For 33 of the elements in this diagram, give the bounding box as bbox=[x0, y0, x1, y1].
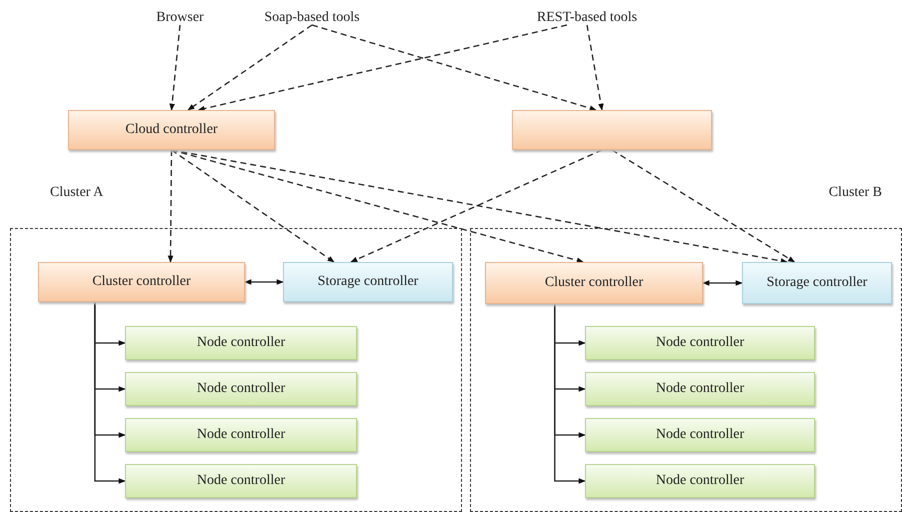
label-text: Browser bbox=[150, 8, 210, 28]
arrow bbox=[350, 149, 602, 263]
arrow bbox=[312, 24, 597, 111]
arrow bbox=[94, 302, 126, 484]
node-box: Node controller bbox=[585, 418, 815, 452]
process-box bbox=[512, 110, 712, 150]
label-text: REST-based tools bbox=[535, 8, 639, 28]
node-box: Node controller bbox=[125, 418, 357, 452]
arrow bbox=[702, 280, 743, 286]
node-box: Node controller bbox=[125, 372, 357, 406]
process-box: Cloud controller bbox=[68, 110, 275, 150]
node-box: Node controller bbox=[585, 372, 815, 406]
arrow bbox=[554, 304, 586, 484]
storage-box: Storage controller bbox=[283, 262, 453, 302]
process-box: Cluster controller bbox=[38, 262, 245, 302]
arrow bbox=[586, 24, 604, 111]
cluster-label: Cluster B bbox=[828, 185, 882, 201]
arrow bbox=[244, 279, 284, 285]
arrow bbox=[171, 149, 335, 263]
process-box: Cluster controller bbox=[485, 262, 703, 304]
storage-box: Storage controller bbox=[742, 262, 892, 304]
arrow bbox=[171, 149, 584, 264]
node-box: Node controller bbox=[585, 326, 815, 360]
label-text: Soap-based tools bbox=[262, 8, 362, 28]
node-box: Node controller bbox=[585, 464, 815, 498]
arrow bbox=[169, 24, 181, 111]
arrow bbox=[612, 149, 796, 263]
cluster-label: Cluster A bbox=[50, 185, 104, 201]
node-box: Node controller bbox=[125, 464, 357, 498]
node-box: Node controller bbox=[125, 326, 357, 360]
arrow bbox=[168, 150, 174, 263]
arrow bbox=[187, 24, 312, 111]
arrow bbox=[198, 24, 568, 112]
